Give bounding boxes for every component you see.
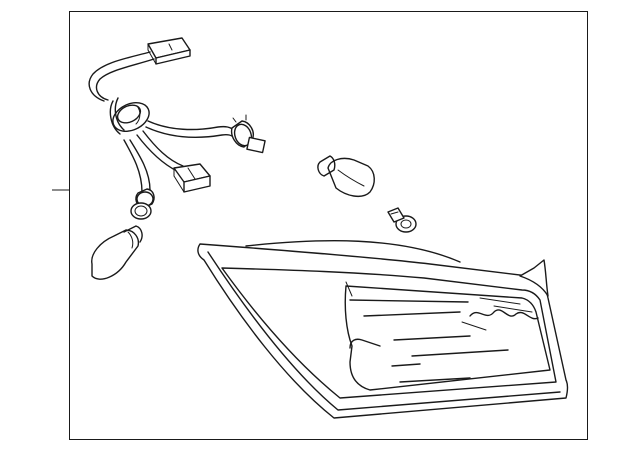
bulb-socket-right (230, 114, 266, 154)
connector-top (147, 37, 191, 65)
connector-middle (173, 163, 211, 193)
wedge-bulb-right (317, 155, 375, 198)
wedge-bulb-left (91, 225, 143, 280)
tail-lamp-assembly (197, 239, 569, 419)
bulb-socket-left (130, 188, 155, 220)
push-clip (387, 207, 417, 233)
